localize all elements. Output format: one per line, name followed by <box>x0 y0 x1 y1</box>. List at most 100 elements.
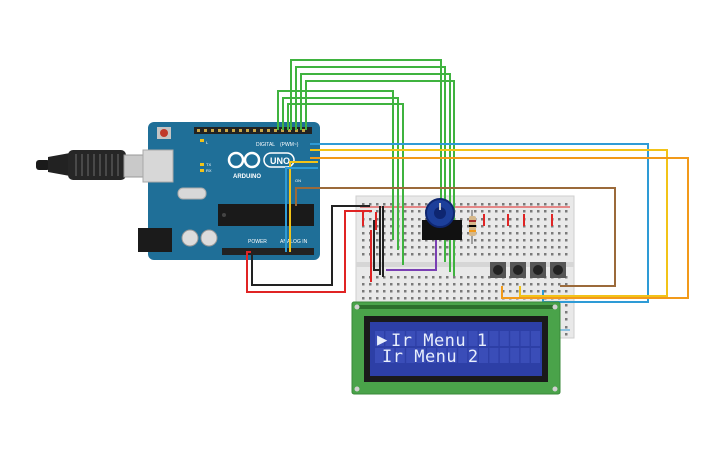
lcd-char-cell <box>427 348 436 363</box>
breadboard-hole <box>509 232 512 235</box>
breadboard-hole <box>495 297 498 300</box>
breadboard-hole <box>383 297 386 300</box>
breadboard-hole <box>376 210 379 213</box>
breadboard-hole <box>446 239 449 242</box>
breadboard-hole <box>551 239 554 242</box>
breadboard-hole <box>390 290 393 293</box>
breadboard-hole <box>481 239 484 242</box>
breadboard-hole <box>502 210 505 213</box>
breadboard-hole <box>390 218 393 221</box>
pwm-label: (PWM~) <box>280 142 299 148</box>
breadboard-hole <box>383 239 386 242</box>
breadboard-hole <box>404 239 407 242</box>
breadboard-hole <box>411 210 414 213</box>
breadboard-hole <box>383 253 386 256</box>
lcd-char-cell <box>427 331 436 346</box>
breadboard-hole <box>411 290 414 293</box>
breadboard-hole <box>544 246 547 249</box>
breadboard-hole <box>411 246 414 249</box>
breadboard-hole <box>523 225 526 228</box>
breadboard-hole <box>558 218 561 221</box>
breadboard-hole <box>509 218 512 221</box>
breadboard-hole <box>488 276 491 279</box>
lcd-char-cell <box>395 348 405 363</box>
breadboard-hole <box>460 239 463 242</box>
breadboard-hole <box>369 218 372 221</box>
breadboard-hole <box>390 225 393 228</box>
breadboard-hole <box>411 218 414 221</box>
lcd-char-cell <box>468 348 478 363</box>
lcd-char-cell <box>531 331 540 346</box>
breadboard-hole <box>495 210 498 213</box>
breadboard-hole <box>488 253 491 256</box>
breadboard-hole <box>390 246 393 249</box>
breadboard-hole <box>390 253 393 256</box>
breadboard-hole <box>481 210 484 213</box>
breadboard-hole <box>418 297 421 300</box>
breadboard-hole <box>439 297 442 300</box>
breadboard-hole <box>481 283 484 286</box>
breadboard-hole <box>376 276 379 279</box>
arduino-logo-icon <box>227 151 261 169</box>
breadboard-hole <box>467 297 470 300</box>
breadboard-hole <box>551 290 554 293</box>
breadboard-hole <box>481 246 484 249</box>
lcd-char-cell <box>510 348 520 363</box>
breadboard-hole <box>376 283 379 286</box>
breadboard-hole <box>565 311 568 314</box>
breadboard-hole <box>488 246 491 249</box>
breadboard-hole <box>390 203 393 206</box>
breadboard-hole <box>467 210 470 213</box>
wires <box>246 59 689 303</box>
arduino-uno-board: ARDUINO UNO DIGITAL (PWM~) POWER ANALOG … <box>138 122 320 260</box>
breadboard-hole <box>558 232 561 235</box>
breadboard-hole <box>502 246 505 249</box>
breadboard-hole <box>523 290 526 293</box>
breadboard-hole <box>565 304 568 307</box>
breadboard-hole <box>488 283 491 286</box>
breadboard-hole <box>404 203 407 206</box>
breadboard-hole <box>565 232 568 235</box>
breadboard-hole <box>502 290 505 293</box>
breadboard-hole <box>488 210 491 213</box>
uno-label: UNO <box>270 156 290 166</box>
breadboard-hole <box>418 276 421 279</box>
breadboard-hole <box>397 253 400 256</box>
breadboard-hole <box>418 253 421 256</box>
breadboard-hole <box>467 218 470 221</box>
tx-label: TX <box>206 162 211 167</box>
breadboard-hole <box>551 232 554 235</box>
breadboard-hole <box>516 246 519 249</box>
lcd-char-cell <box>510 331 520 346</box>
breadboard-hole <box>544 239 547 242</box>
breadboard-hole <box>474 253 477 256</box>
breadboard-hole <box>460 210 463 213</box>
breadboard-hole <box>376 203 379 206</box>
breadboard-hole <box>558 239 561 242</box>
breadboard-hole <box>383 246 386 249</box>
breadboard-hole <box>390 283 393 286</box>
lcd-char-cell <box>406 331 416 346</box>
breadboard-hole <box>474 203 477 206</box>
breadboard-jumpers <box>362 212 553 230</box>
breadboard-hole <box>523 232 526 235</box>
breadboard-hole <box>530 232 533 235</box>
breadboard-hole <box>565 210 568 213</box>
breadboard-hole <box>425 218 428 221</box>
breadboard-hole <box>460 253 463 256</box>
breadboard-hole <box>418 225 421 228</box>
breadboard-hole <box>362 297 365 300</box>
breadboard-hole <box>439 276 442 279</box>
breadboard-hole <box>390 297 393 300</box>
breadboard-hole <box>530 239 533 242</box>
breadboard-hole <box>565 246 568 249</box>
breadboard-hole <box>432 246 435 249</box>
breadboard-hole <box>495 225 498 228</box>
breadboard-hole <box>565 218 568 221</box>
lcd-char-cell <box>406 348 416 363</box>
lcd-char-cell <box>416 331 426 346</box>
breadboard-hole <box>537 253 540 256</box>
breadboard-hole <box>383 283 386 286</box>
lcd-char-cell <box>458 331 468 346</box>
breadboard-hole <box>495 203 498 206</box>
